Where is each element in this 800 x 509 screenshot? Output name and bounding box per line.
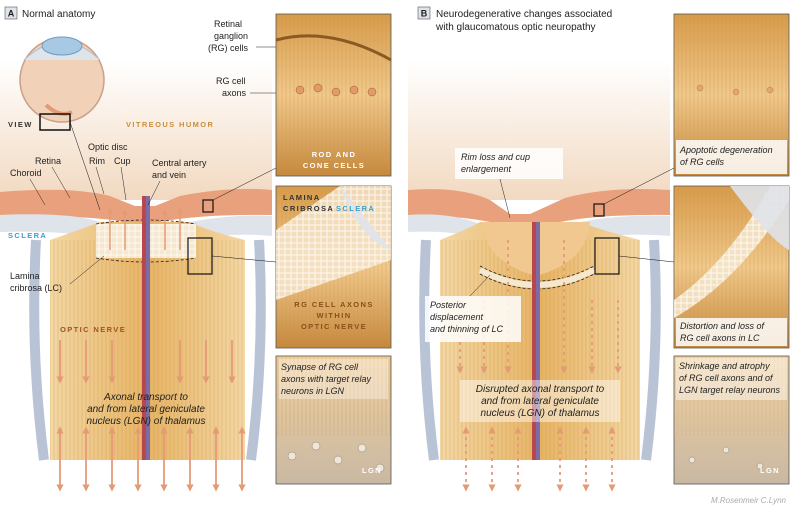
svg-text:LGN target relay neurons: LGN target relay neurons — [679, 385, 781, 395]
nerve-sheath-left — [29, 239, 49, 461]
panel-a: A Normal anatomy VIEW VITREOUS HUMOR Opt… — [0, 6, 298, 492]
inset-b-retina: Apoptotic degeneration of RG cells — [673, 13, 790, 177]
svg-text:ganglion: ganglion — [214, 31, 248, 41]
svg-text:with glaucomatous optic neurop: with glaucomatous optic neuropathy — [435, 22, 596, 33]
inset-axons-label: RG CELL AXONS — [294, 300, 373, 309]
eyeball-icon — [19, 36, 105, 123]
disrupted-label: Disrupted axonal transport to — [476, 384, 605, 395]
lgn-label-a: LGN — [362, 466, 382, 475]
inset-a-retina: ROD AND CONE CELLS — [275, 13, 392, 177]
retina-label: Retina — [35, 156, 61, 166]
svg-text:nucleus (LGN) of thalamus: nucleus (LGN) of thalamus — [87, 416, 206, 427]
inset-sclera-label: SCLERA — [336, 204, 375, 213]
panel-b-letter: B — [421, 9, 428, 19]
panel-a-letter: A — [8, 9, 15, 19]
distortion-label: Distortion and loss of — [680, 321, 766, 331]
optic-nerve-label: OPTIC NERVE — [60, 325, 126, 334]
svg-text:of RG cells: of RG cells — [680, 157, 725, 167]
inset-a-lc: LAMINA CRIBROSA SCLERA RG CELL AXONS WIT… — [275, 185, 392, 349]
svg-text:and from lateral geniculate: and from lateral geniculate — [481, 396, 599, 407]
disc-arrows — [107, 207, 183, 250]
optic-disc-label: Optic disc — [88, 142, 128, 152]
lc-label: Lamina — [10, 271, 40, 281]
inset-a-lgn: Synapse of RG cell axons with target rel… — [275, 355, 392, 485]
svg-text:neurons in LGN: neurons in LGN — [281, 386, 345, 396]
svg-text:cribrosa (LC): cribrosa (LC) — [10, 283, 62, 293]
rod-cone-label: ROD AND — [312, 150, 357, 159]
svg-text:displacement: displacement — [430, 312, 484, 322]
panel-a-badge — [4, 6, 18, 20]
svg-text:of RG cell axons and of: of RG cell axons and of — [679, 373, 774, 383]
svg-text:enlargement: enlargement — [461, 164, 512, 174]
inset-lc-label: LAMINA — [283, 193, 321, 202]
panel-a-title: Normal anatomy — [22, 9, 95, 20]
inset-b-lc: Distortion and loss of RG cell axons in … — [673, 185, 790, 349]
panel-b-badge — [417, 6, 431, 20]
transport-arrows — [56, 340, 246, 492]
panel-b: B Neurodegenerative changes associated w… — [408, 6, 675, 492]
panel-b-title: Neurodegenerative changes associated — [436, 9, 612, 20]
svg-text:and vein: and vein — [152, 170, 186, 180]
lgn-label-b: LGN — [760, 466, 780, 475]
rg-cells-label: Retinal — [214, 19, 242, 29]
inset-b-lgn: Shrinkage and atrophy of RG cell axons a… — [673, 355, 790, 485]
rim-loss-label: Rim loss and cup — [461, 152, 530, 162]
svg-text:and thinning of LC: and thinning of LC — [430, 324, 504, 334]
svg-text:axons with target relay: axons with target relay — [281, 374, 372, 384]
transport-label: Axonal transport to — [103, 392, 188, 403]
svg-text:CONE CELLS: CONE CELLS — [303, 161, 365, 170]
retina-layer — [0, 188, 272, 222]
svg-text:CRIBROSA: CRIBROSA — [283, 204, 334, 213]
vitreous-label: VITREOUS HUMOR — [126, 120, 214, 129]
sclera-label: SCLERA — [8, 231, 47, 240]
choroid-label: Choroid — [10, 168, 42, 178]
svg-text:and from lateral geniculate: and from lateral geniculate — [87, 404, 205, 415]
svg-text:axons: axons — [222, 88, 247, 98]
svg-text:RG cell axons in LC: RG cell axons in LC — [680, 333, 760, 343]
rim-label: Rim — [89, 156, 105, 166]
shrinkage-label: Shrinkage and atrophy — [679, 361, 770, 371]
posterior-label: Posterior — [430, 300, 467, 310]
svg-text:OPTIC NERVE: OPTIC NERVE — [301, 322, 367, 331]
artist-signature: M.Rosenmeir C.Lynn — [711, 496, 787, 505]
svg-text:nucleus (LGN) of thalamus: nucleus (LGN) of thalamus — [481, 408, 600, 419]
svg-text:WITHIN: WITHIN — [316, 311, 351, 320]
central-artery — [142, 196, 146, 460]
svg-text:(RG) cells: (RG) cells — [208, 43, 248, 53]
central-artery-label: Central artery — [152, 158, 207, 168]
cup-label: Cup — [114, 156, 131, 166]
rg-axons-label: RG cell — [216, 76, 246, 86]
synapse-label: Synapse of RG cell — [281, 362, 359, 372]
apoptotic-label: Apoptotic degeneration — [679, 145, 773, 155]
view-label: VIEW — [8, 120, 33, 129]
nerve-sheath-right — [246, 239, 266, 461]
central-vein — [146, 196, 150, 460]
